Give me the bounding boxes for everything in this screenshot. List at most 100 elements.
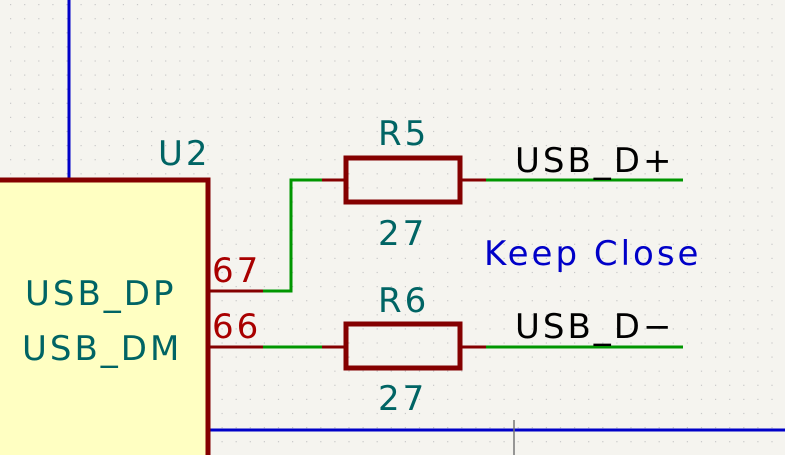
grid-dot xyxy=(292,215,294,217)
grid-dot xyxy=(334,441,336,443)
net-label-usb-d-minus[interactable]: USB_D− xyxy=(515,307,674,347)
grid-dot xyxy=(66,159,68,161)
grid-dot xyxy=(658,173,660,175)
grid-dot xyxy=(545,116,547,118)
grid-dot xyxy=(771,286,773,288)
grid-dot xyxy=(221,130,223,133)
grid-dot xyxy=(559,314,562,316)
grid-dot xyxy=(517,159,519,161)
grid-dot xyxy=(165,60,167,62)
grid-dot xyxy=(658,229,660,231)
grid-dot xyxy=(418,398,421,400)
wire-pin67-to-r5[interactable] xyxy=(263,178,322,293)
grid-dot xyxy=(757,60,759,62)
grid-dot xyxy=(545,384,547,386)
grid-dot xyxy=(362,46,364,48)
grid-dot xyxy=(404,300,406,302)
grid-dot xyxy=(644,328,646,330)
grid-dot xyxy=(263,229,265,231)
grid-dot xyxy=(771,187,773,189)
grid-dot xyxy=(574,257,576,259)
grid-dot xyxy=(334,271,336,274)
grid-dot xyxy=(475,384,477,386)
grid-dot xyxy=(52,88,54,90)
grid-dot xyxy=(221,271,223,274)
grid-dot xyxy=(503,130,505,133)
grid-dot xyxy=(376,257,378,259)
grid-dot xyxy=(743,88,745,90)
grid-dot xyxy=(517,173,519,175)
net-label-usb-d-plus[interactable]: USB_D+ xyxy=(515,141,674,181)
grid-dot xyxy=(757,314,759,316)
grid-dot xyxy=(559,173,562,175)
grid-dot xyxy=(376,398,378,400)
grid-dot xyxy=(700,271,703,274)
grid-dot xyxy=(179,74,181,76)
grid-dot xyxy=(574,412,576,415)
grid-dot xyxy=(193,102,195,104)
grid-dot xyxy=(334,229,336,231)
grid-dot xyxy=(771,4,773,6)
grid-dot xyxy=(588,18,590,20)
grid-dot xyxy=(517,215,519,217)
grid-dot xyxy=(700,300,703,302)
grid-dot xyxy=(672,102,674,104)
r6-body[interactable] xyxy=(343,321,463,371)
grid-dot xyxy=(757,88,759,90)
grid-dot xyxy=(193,60,195,62)
grid-dot xyxy=(729,32,731,34)
grid-dot xyxy=(531,370,533,372)
grid-dot xyxy=(221,46,223,48)
grid-dot xyxy=(686,356,688,358)
grid-dot xyxy=(447,342,449,344)
grid-dot xyxy=(588,201,590,203)
grid-dot xyxy=(207,102,209,104)
grid-dot xyxy=(390,342,392,344)
grid-dot xyxy=(503,257,505,259)
grid-dot xyxy=(263,328,265,330)
grid-dot xyxy=(616,271,618,274)
grid-dot xyxy=(249,427,251,429)
grid-dot xyxy=(503,370,505,372)
grid-dot xyxy=(221,286,223,288)
grid-dot xyxy=(122,130,124,133)
grid-dot xyxy=(249,229,251,231)
grid-dot xyxy=(94,173,96,175)
grid-dot xyxy=(531,314,533,316)
note-keep-close[interactable]: Keep Close xyxy=(484,234,701,274)
grid-dot xyxy=(729,342,731,344)
grid-dot xyxy=(489,74,491,76)
u2-body[interactable] xyxy=(0,177,211,455)
grid-dot xyxy=(630,328,632,330)
grid-dot xyxy=(743,412,745,415)
grid-dot xyxy=(80,32,82,34)
grid-dot xyxy=(447,257,449,259)
grid-dot xyxy=(277,342,280,344)
grid-dot xyxy=(757,286,759,288)
grid-dot xyxy=(447,314,449,316)
grid-dot xyxy=(475,201,477,203)
grid-dot xyxy=(334,370,336,372)
grid-dot xyxy=(475,229,477,231)
grid-dot xyxy=(588,4,590,6)
grid-dot xyxy=(292,286,294,288)
r5-body[interactable] xyxy=(343,155,463,205)
grid-dot xyxy=(531,130,533,133)
grid-dot xyxy=(616,145,618,147)
grid-dot xyxy=(588,60,590,62)
grid-dot xyxy=(616,88,618,90)
grid-dot xyxy=(418,441,421,443)
grid-dot xyxy=(235,215,237,217)
grid-dot xyxy=(503,328,505,330)
grid-dot xyxy=(574,46,576,48)
grid-dot xyxy=(24,145,26,147)
grid-dot xyxy=(517,271,519,274)
grid-dot xyxy=(292,300,294,302)
grid-dot xyxy=(602,32,604,34)
grid-dot xyxy=(334,159,336,161)
grid-dot xyxy=(630,300,632,302)
grid-dot xyxy=(715,145,717,147)
grid-dot xyxy=(94,4,96,6)
grid-dot xyxy=(179,88,181,90)
